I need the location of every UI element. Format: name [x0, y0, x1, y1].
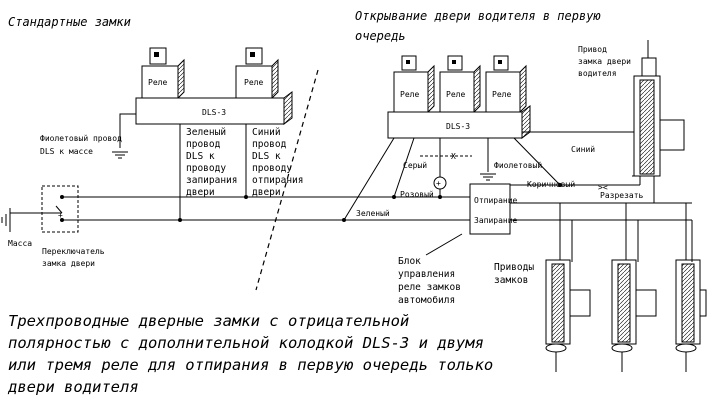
door-actuator-1	[545, 259, 591, 372]
svg-text:Запирание: Запирание	[474, 216, 518, 225]
mass-label: Масса	[8, 239, 32, 248]
svg-text:Реле: Реле	[400, 90, 419, 99]
bus-lines	[62, 184, 692, 221]
door-switch: +	[41, 185, 79, 233]
svg-text:запирания: запирания	[186, 175, 237, 186]
svg-text:Реле: Реле	[446, 90, 465, 99]
svg-text:DLS-3: DLS-3	[202, 108, 226, 117]
ground-icon	[112, 151, 128, 159]
driver-actuator-1: Привод	[578, 45, 607, 54]
right-relay-1: Реле	[393, 55, 435, 114]
control-block-desc: Блок управления реле замков автомобиля	[398, 256, 461, 306]
ground-icon-right	[480, 173, 496, 181]
door-actuator-2	[611, 259, 657, 372]
heading-standard: Стандартные замки	[8, 15, 131, 29]
svg-text:DLS-3: DLS-3	[446, 122, 470, 131]
left-dls3-module: DLS-3	[135, 91, 293, 125]
heading-driver-first-2: очередь	[355, 29, 406, 43]
left-relay-1: Реле	[141, 47, 185, 100]
cut-label: Разрезать	[600, 191, 644, 200]
svg-text:двери: двери	[186, 187, 215, 198]
svg-text:X: X	[451, 152, 456, 161]
pink-label: Розовый	[400, 190, 434, 199]
green-label-right: Зеленый	[356, 209, 390, 218]
actuator-wires	[559, 176, 693, 262]
svg-text:провод: провод	[186, 139, 221, 150]
svg-text:Зеленый: Зеленый	[186, 127, 226, 138]
svg-text:+: +	[58, 211, 63, 220]
violet-label-1: Фиолетовый провод	[40, 134, 122, 143]
actuators-label-2: замков	[494, 275, 528, 286]
brown-label: Коричневый	[527, 180, 575, 189]
driver-actuator-2: замка двери	[578, 57, 631, 66]
left-wires	[119, 113, 247, 220]
right-relay-3: Реле	[485, 55, 527, 114]
driver-actuator-3: водителя	[578, 69, 617, 78]
mass-ground-icon	[1, 208, 62, 232]
svg-text:полярностью с дополнительной к: полярностью с дополнительной колодкой DL…	[8, 334, 484, 352]
left-relay-2: Реле	[235, 47, 279, 100]
violet-label-right: Фиолетовый	[494, 161, 542, 170]
svg-text:Отпирание: Отпирание	[474, 196, 518, 205]
control-block: Отпирание Запирание	[469, 183, 518, 235]
cut-mark: ><	[598, 183, 608, 192]
svg-text:Реле: Реле	[148, 78, 167, 87]
svg-text:DLS к: DLS к	[186, 151, 215, 162]
svg-text:двери водителя: двери водителя	[7, 378, 139, 396]
actuators-label-1: Приводы	[494, 262, 534, 273]
door-actuator-3	[675, 259, 707, 372]
switch-label-1: Переключатель	[42, 247, 105, 256]
svg-text:управления: управления	[398, 269, 455, 280]
svg-text:или тремя реле для отпирания в: или тремя реле для отпирания в первую оч…	[8, 356, 493, 374]
caption: Трехпроводные дверные замки с отрицатель…	[7, 312, 493, 396]
svg-text:+: +	[436, 179, 441, 188]
green-desc: Зеленый провод DLS к проводу запирания д…	[186, 127, 237, 198]
svg-text:DLS к: DLS к	[252, 151, 281, 162]
gray-label: Серый	[403, 161, 427, 170]
svg-text:Синий: Синий	[252, 127, 281, 138]
svg-text:Трехпроводные дверные замки с: Трехпроводные дверные замки с отрицатель…	[8, 312, 409, 330]
svg-text:Блок: Блок	[398, 256, 421, 267]
svg-text:провод: провод	[252, 139, 287, 150]
svg-text:Реле: Реле	[244, 78, 263, 87]
svg-text:Реле: Реле	[492, 90, 511, 99]
svg-text:проводу: проводу	[252, 163, 292, 174]
svg-text:реле замков: реле замков	[398, 282, 461, 293]
blue-desc: Синий провод DLS к проводу отпирания две…	[252, 127, 303, 198]
svg-text:отпирания: отпирания	[252, 175, 303, 186]
heading-driver-first-1: Открывание двери водителя в первую	[355, 9, 601, 23]
switch-label-2: замка двери	[42, 259, 95, 268]
divider-line	[255, 69, 319, 291]
svg-text:проводу: проводу	[186, 163, 226, 174]
violet-label-2: DLS к массе	[40, 147, 93, 156]
blue-label-right: Синий	[571, 145, 595, 154]
right-relay-2: Реле	[439, 55, 481, 114]
driver-actuator-icon	[632, 40, 685, 177]
svg-text:автомобиля: автомобиля	[398, 295, 455, 306]
svg-text:двери: двери	[252, 187, 281, 198]
right-dls3-module: DLS-3	[387, 105, 531, 139]
